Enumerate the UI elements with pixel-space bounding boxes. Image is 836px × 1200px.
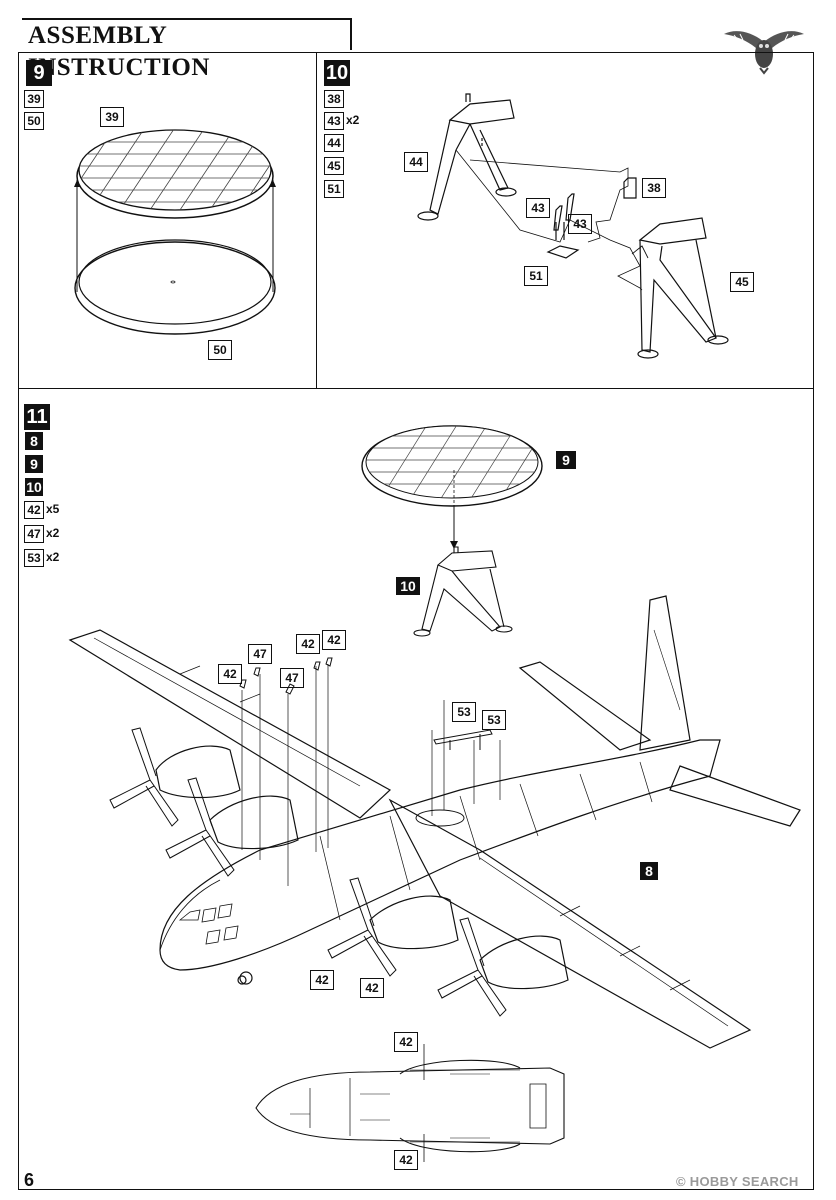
step-10-callout-43-right: 43 (568, 214, 592, 234)
step-9-callout-50: 50 (208, 340, 232, 360)
step-10-part-44: 44 (324, 134, 344, 152)
step-11-small-parts-drawing (239, 657, 333, 695)
step-11-callout-53-b: 53 (482, 710, 506, 730)
step-10-callout-45: 45 (730, 272, 754, 292)
step-10-number: 10 (324, 60, 350, 86)
step-10-part-45: 45 (324, 157, 344, 175)
step-11-callout-42-g: 42 (394, 1150, 418, 1170)
step-10-callout-44: 44 (404, 152, 428, 172)
step-11-number: 11 (24, 404, 50, 430)
step-9-display-base-drawing (74, 129, 276, 335)
step-10-part-43: 43 (324, 112, 344, 130)
step-10-callout-51: 51 (524, 266, 548, 286)
step-11-callout-42-e: 42 (360, 978, 384, 998)
step-11-part-42-qty: x5 (46, 502, 60, 516)
step-11-sub-8: 8 (25, 432, 43, 450)
step-10-part-51: 51 (324, 180, 344, 198)
step-10-stand-drawing (417, 93, 729, 359)
step-10-callout-43-left: 43 (526, 198, 550, 218)
step-10-part-38: 38 (324, 90, 344, 108)
step-9-part-39: 39 (24, 90, 44, 108)
step-11-callout-42-c: 42 (322, 630, 346, 650)
step-9-callout-39: 39 (100, 107, 124, 127)
step-11-part-53-drawing (433, 729, 493, 750)
step-11-display-base-top-drawing (361, 425, 543, 510)
step-11-part-47: 47 (24, 525, 44, 543)
step-11-part-53-qty: x2 (46, 550, 60, 564)
step-11-aircraft-drawing (68, 595, 801, 1049)
section-divider-horizontal (18, 388, 814, 389)
step-11-callout-sub-10: 10 (396, 577, 420, 595)
step-11-sub-10: 10 (25, 478, 43, 496)
step-11-top-view-drawing (255, 1044, 565, 1162)
section-divider-vertical (316, 52, 317, 388)
step-11-callout-53-a: 53 (452, 702, 476, 722)
step-11-callout-42-a: 42 (218, 664, 242, 684)
step-11-callout-sub-8: 8 (640, 862, 658, 880)
owl-logo-icon (724, 31, 804, 75)
step-9-number: 9 (26, 60, 52, 86)
step-10-part-43-qty: x2 (346, 113, 360, 127)
step-11-stand-drawing (413, 546, 513, 637)
step-11-callout-47-a: 47 (248, 644, 272, 664)
step-11-callout-42-b: 42 (296, 634, 320, 654)
watermark: © HOBBY SEARCH (676, 1174, 799, 1189)
step-11-sub-9: 9 (25, 455, 43, 473)
page-title: ASSEMBLY INSTRUCTION (22, 18, 352, 81)
step-11-callout-47-b: 47 (280, 668, 304, 688)
step-10-callout-38: 38 (642, 178, 666, 198)
step-11-part-47-qty: x2 (46, 526, 60, 540)
step-11-assembly-arrow (450, 505, 458, 549)
step-11-callout-42-f: 42 (394, 1032, 418, 1052)
step-11-callout-42-d: 42 (310, 970, 334, 990)
instruction-frame (18, 52, 814, 1190)
step-11-callout-sub-9: 9 (556, 451, 576, 469)
step-9-part-50: 50 (24, 112, 44, 130)
step-11-part-42: 42 (24, 501, 44, 519)
step-11-part-53: 53 (24, 549, 44, 567)
page-number: 6 (24, 1170, 35, 1190)
